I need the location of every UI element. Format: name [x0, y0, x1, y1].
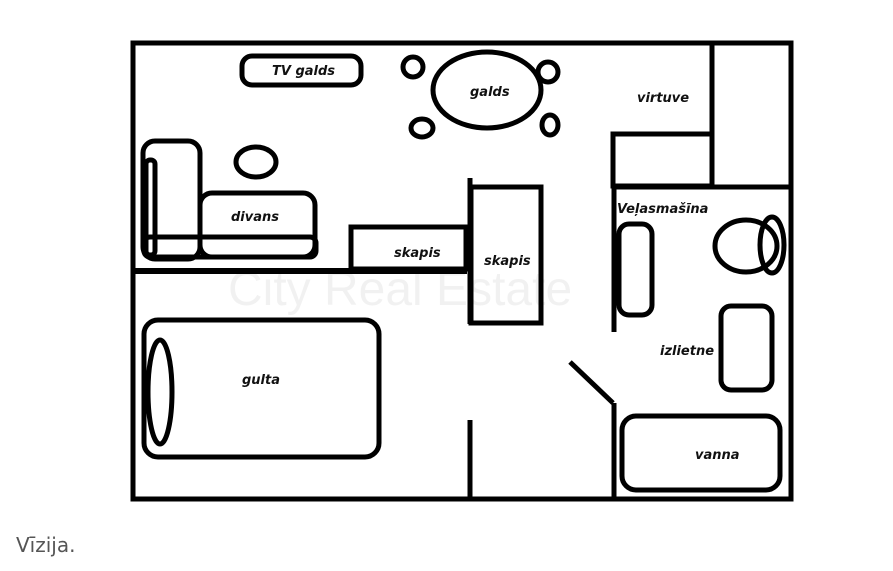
sofa-front — [141, 234, 319, 260]
sink — [718, 303, 775, 393]
label-wardrobe-1: skapis — [394, 246, 441, 261]
sofa-arm — [143, 157, 158, 258]
chair — [535, 59, 561, 85]
bathroom-door — [568, 360, 615, 405]
dining-table — [430, 49, 544, 131]
pillow — [145, 337, 175, 447]
label-bed: gulta — [242, 373, 280, 388]
bathtub — [619, 413, 783, 493]
label-tv-table: TV galds — [272, 64, 335, 79]
label-sofa: divans — [231, 210, 279, 225]
image-caption: Vīzija. — [16, 533, 76, 557]
label-washing-machine: Veļasmašīna — [617, 202, 708, 217]
label-table: galds — [470, 85, 510, 100]
chair — [539, 112, 561, 138]
toilet-bowl — [712, 217, 780, 275]
kitchen-counter — [610, 131, 715, 189]
wardrobe-2 — [468, 184, 544, 326]
wardrobe-1 — [348, 224, 469, 272]
toilet-tank — [757, 214, 787, 276]
label-kitchen: virtuve — [637, 91, 689, 106]
label-sink: izlietne — [660, 344, 714, 359]
watermark: City Real Estate — [228, 263, 572, 316]
chair — [408, 116, 436, 140]
washing-machine — [616, 221, 655, 318]
tv-table — [239, 53, 364, 88]
label-bathtub: vanna — [695, 448, 740, 463]
bed — [141, 317, 382, 460]
sofa-seat — [197, 190, 318, 260]
label-wardrobe-2: skapis — [484, 254, 531, 269]
coffee-table — [233, 144, 279, 180]
chair — [400, 54, 426, 80]
